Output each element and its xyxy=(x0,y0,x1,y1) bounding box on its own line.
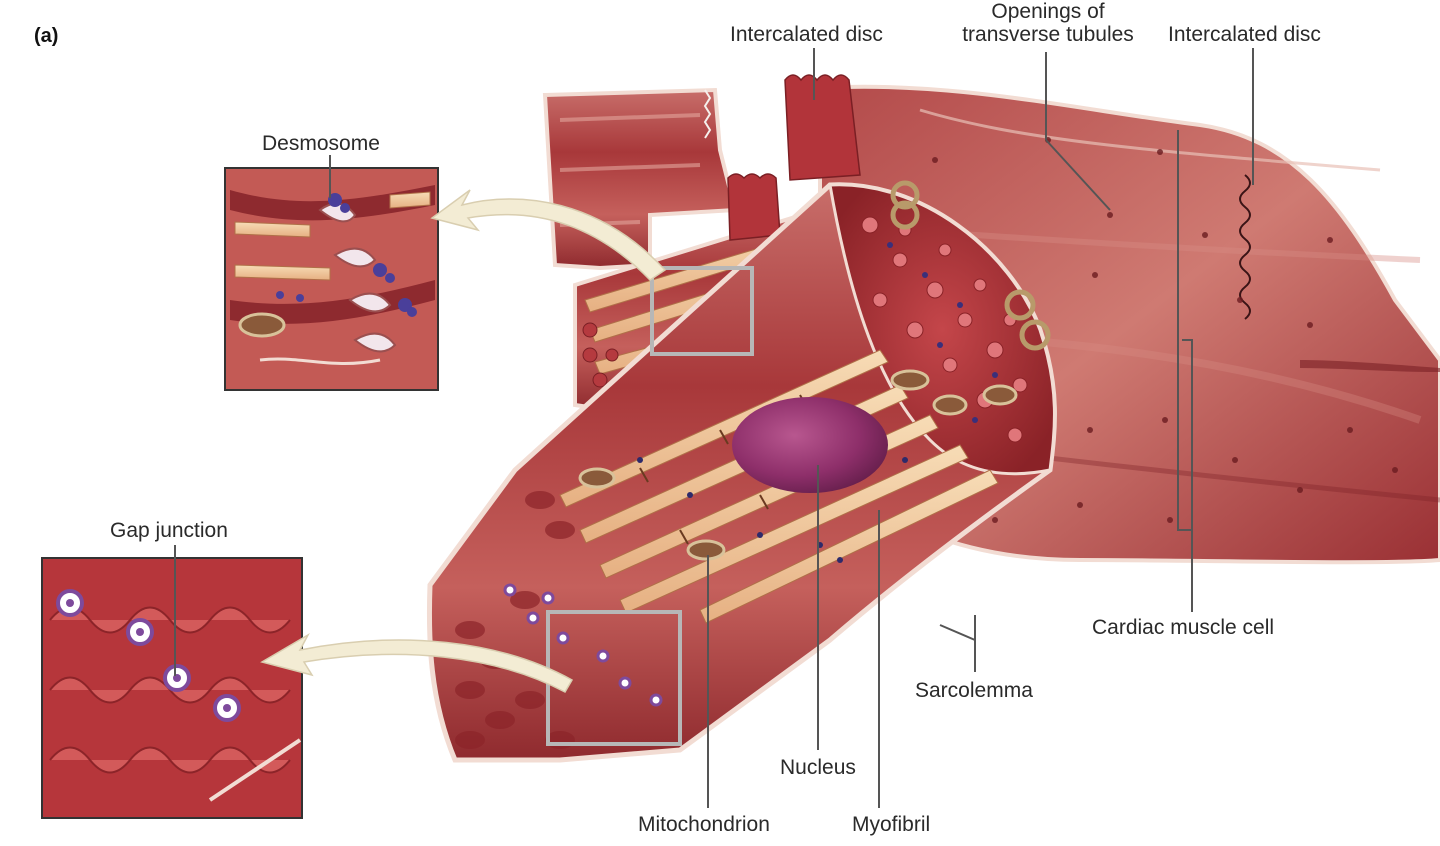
label-cardiac-muscle-cell: Cardiac muscle cell xyxy=(1092,616,1275,639)
label-intercalated-disc-right: Intercalated disc xyxy=(1168,23,1321,46)
label-gap-junction: Gap junction xyxy=(110,519,228,542)
label-desmosome: Desmosome xyxy=(262,132,380,155)
arrow-to-desmosome-inset xyxy=(430,189,667,281)
label-intercalated-disc-left: Intercalated disc xyxy=(730,23,883,46)
label-openings-of-transverse-tubules: Openings of transverse tubules xyxy=(950,0,1146,46)
label-sarcolemma: Sarcolemma xyxy=(915,679,1033,702)
main-cardiac-cell xyxy=(426,180,1057,763)
cut-cell-top xyxy=(542,87,738,271)
frilly-disc-ends xyxy=(727,74,861,241)
label-mitochondrion: Mitochondrion xyxy=(638,813,770,836)
desmosome-inset xyxy=(224,167,439,391)
panel-letter: (a) xyxy=(34,25,59,47)
label-t-tubules-line1: Openings of xyxy=(991,0,1105,23)
inset-frame-desmosome-source xyxy=(650,266,754,356)
label-nucleus: Nucleus xyxy=(780,756,856,779)
gap-junction-inset xyxy=(41,557,303,819)
arrow-to-gap-inset xyxy=(260,633,574,693)
label-t-tubules-line2: transverse tubules xyxy=(962,23,1134,46)
leader-lines xyxy=(174,48,1254,808)
sarcolemma-bracket xyxy=(939,615,976,672)
label-myofibril: Myofibril xyxy=(852,813,931,836)
nucleus-main xyxy=(732,397,888,493)
